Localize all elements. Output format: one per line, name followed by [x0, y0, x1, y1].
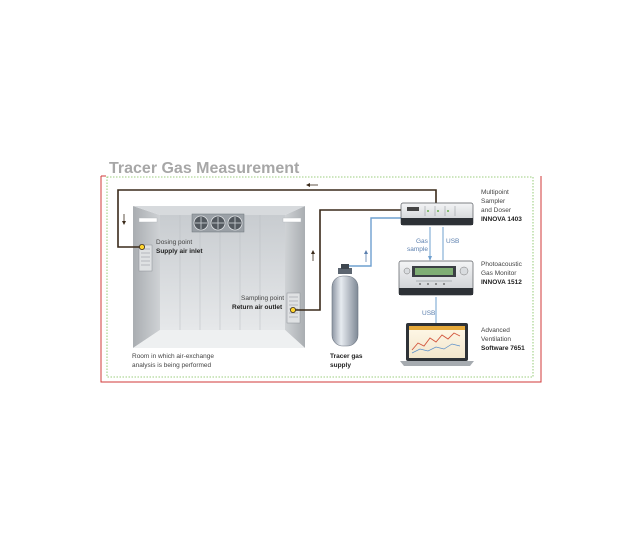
tracer-gas-cylinder — [331, 264, 359, 347]
monitor-label-line1: Photoacoustic — [481, 261, 523, 268]
multipoint-sampler-device — [400, 202, 474, 226]
gas-sample-label-line2: sample — [407, 246, 428, 253]
room-floor — [133, 330, 305, 348]
dosing-point-marker — [138, 243, 145, 250]
room-caption-line2: analysis is being performed — [132, 362, 212, 369]
inner-dotted-frame — [106, 176, 534, 378]
monitor-model: INNOVA 1512 — [481, 279, 522, 286]
ceiling-light-left — [138, 217, 158, 223]
outer-frame — [100, 176, 542, 383]
monitor-label-line2: Gas Monitor — [481, 270, 517, 277]
fan-unit — [191, 213, 245, 233]
room-ceiling — [133, 206, 305, 215]
return-air-outlet-label: Return air outlet — [232, 304, 283, 311]
cylinder-label-line1: Tracer gas — [330, 353, 363, 360]
flow-arrow-down-icon — [122, 214, 126, 225]
software-label-line2: Ventilation — [481, 336, 511, 343]
sampler-label-line1: Multipoint — [481, 189, 509, 196]
software-label-line1: Advanced — [481, 327, 510, 334]
cylinder-label-line2: supply — [330, 362, 351, 369]
flow-arrow-up-blue-icon — [364, 250, 368, 262]
sampling-point-label: Sampling point — [241, 295, 284, 302]
room-right-wall — [285, 206, 305, 348]
room-caption-line1: Room in which air-exchange — [132, 353, 214, 360]
supply-air-grille — [138, 244, 153, 272]
dosing-tube — [117, 189, 437, 248]
gas-sample-label-line1: Gas — [416, 238, 429, 245]
room-back-wall — [160, 215, 285, 330]
ceiling-light-right — [282, 217, 302, 223]
tracer-gas-tube — [344, 217, 402, 267]
gas-monitor-device — [398, 260, 474, 296]
sampler-model: INNOVA 1403 — [481, 216, 522, 223]
usb-label-top: USB — [446, 238, 459, 245]
sampler-label-line3: and Doser — [481, 207, 512, 214]
flow-arrow-up-icon — [311, 250, 315, 261]
diagram-title: Tracer Gas Measurement — [109, 160, 300, 177]
laptop-graph-line — [411, 332, 461, 351]
gas-sample-arrow-icon — [428, 256, 432, 261]
software-model: Software 7651 — [481, 345, 525, 352]
flow-arrow-left-icon — [306, 183, 318, 187]
laptop — [400, 323, 474, 366]
sampling-point-marker — [289, 306, 296, 313]
room — [133, 206, 305, 348]
supply-air-inlet-label: Supply air inlet — [156, 248, 203, 255]
sampling-tube — [293, 209, 402, 311]
usb-label-bottom: USB — [422, 310, 435, 317]
room-left-wall — [133, 206, 160, 348]
sampler-label-line2: Sampler — [481, 198, 506, 205]
dosing-point-label: Dosing point — [156, 239, 192, 246]
